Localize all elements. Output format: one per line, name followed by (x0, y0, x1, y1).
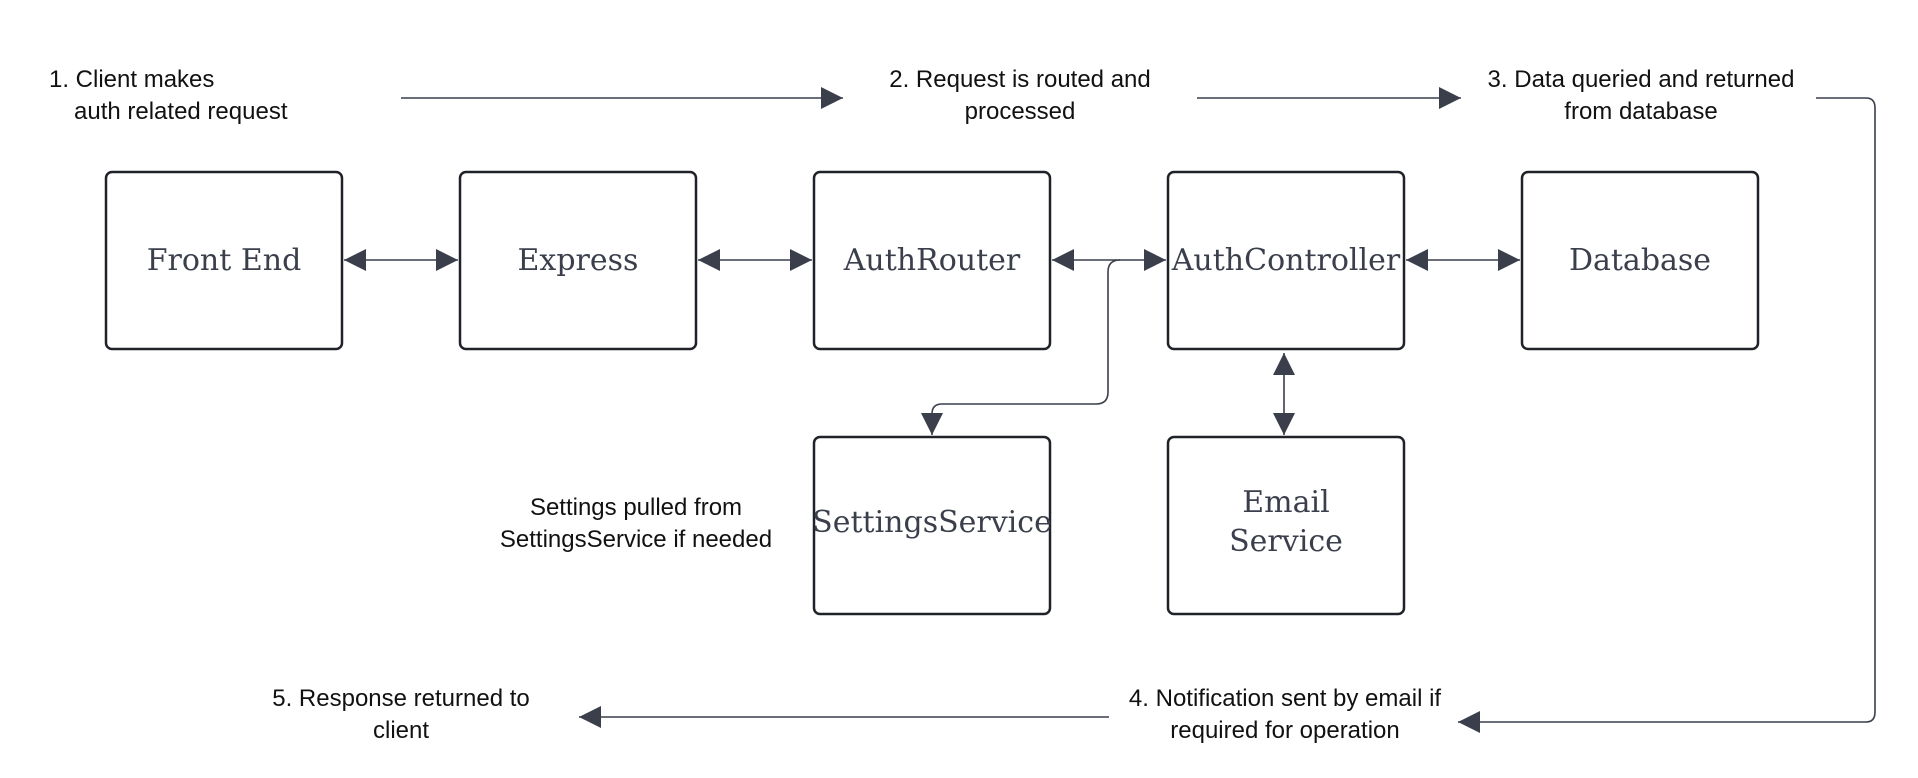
node-auth-controller: AuthController (1166, 170, 1406, 351)
step-5-label: 5. Response returned to client (272, 685, 530, 744)
flow-arrow-step3-to-step4 (1458, 97, 1876, 733)
settings-note-label: Settings pulled from SettingsService if … (500, 494, 772, 553)
step-3-line1: 3. Data queried and returned (1488, 66, 1795, 93)
step-4-line1: 4. Notification sent by email if (1129, 685, 1441, 712)
step-2-line1: 2. Request is routed and (889, 66, 1151, 93)
node-auth-router: AuthRouter (812, 170, 1052, 351)
node-auth-router-label: AuthRouter (843, 243, 1021, 278)
step-4-line2: required for operation (1170, 717, 1399, 744)
step-5-line2: client (373, 717, 429, 744)
node-settings-service: SettingsService (812, 435, 1052, 616)
node-database-label: Database (1569, 243, 1711, 278)
node-front-end: Front End (104, 170, 344, 351)
step-2-line2: processed (965, 98, 1076, 125)
node-front-end-label: Front End (147, 243, 302, 278)
node-email-service: Email Service (1166, 435, 1406, 616)
settings-note-line2: SettingsService if needed (500, 526, 772, 553)
node-express-label: Express (518, 243, 639, 278)
step-5-line1: 5. Response returned to (272, 685, 530, 712)
settings-note-line1: Settings pulled from (530, 494, 742, 521)
step-3-label: 3. Data queried and returned from databa… (1488, 66, 1795, 125)
connector-to-settingsservice (921, 259, 1121, 435)
step-3-line2: from database (1564, 98, 1717, 125)
node-auth-controller-label: AuthController (1171, 243, 1401, 278)
step-1-label: 1. Client makes auth related request (49, 66, 288, 125)
node-express: Express (458, 170, 698, 351)
node-database: Database (1520, 170, 1760, 351)
step-1-line1: 1. Client makes (49, 66, 214, 93)
node-email-service-label-line2: Service (1229, 524, 1343, 559)
step-1-line2: auth related request (74, 98, 288, 125)
step-2-label: 2. Request is routed and processed (889, 66, 1151, 125)
step-4-label: 4. Notification sent by email if require… (1129, 685, 1441, 744)
node-email-service-label-line1: Email (1242, 485, 1329, 520)
node-settings-service-label: SettingsService (812, 505, 1052, 540)
